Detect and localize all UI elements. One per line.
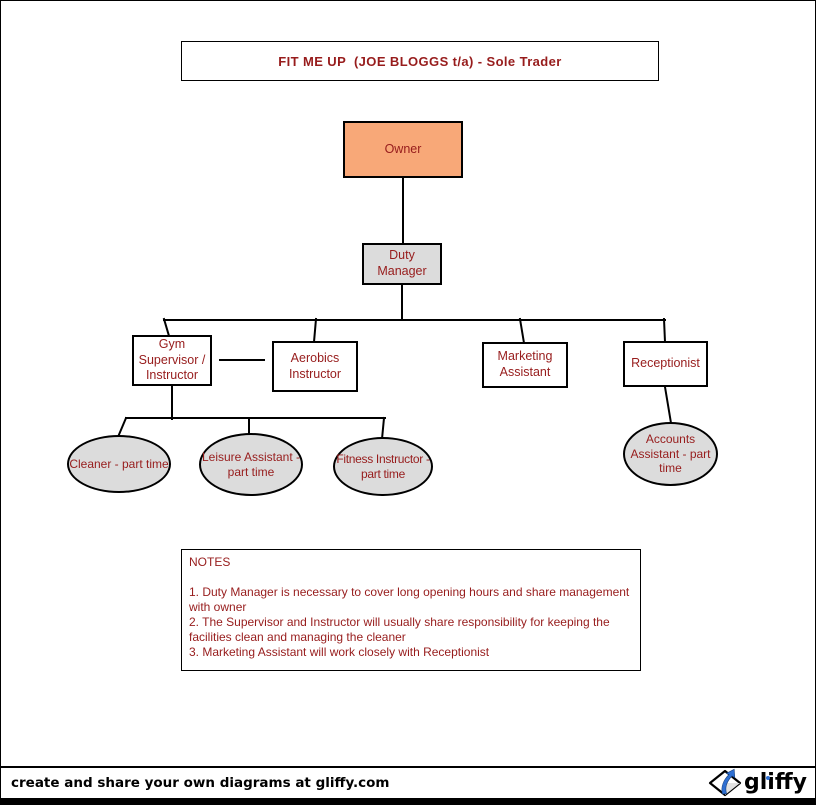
footer-divider (1, 766, 815, 768)
gliffy-wordmark-text: gliffy (744, 770, 807, 795)
node-owner-label: Owner (384, 141, 422, 156)
note-item: 3. Marketing Assistant will work closely… (189, 645, 490, 659)
node-receptionist: Receptionist (623, 341, 708, 387)
node-marketing-assistant-label: Marketing Assistant (497, 349, 553, 379)
brand-dot (765, 775, 770, 780)
ellipse-cleaner-label: Cleaner - part time (69, 456, 169, 471)
footer-band: create and share your own diagrams at gl… (1, 768, 815, 798)
node-aerobics-instructor-label: Aerobics Instructor (288, 350, 342, 381)
title-box: FIT ME UP (JOE BLOGGS t/a) - Sole Trader (181, 41, 659, 81)
note-item: 1. Duty Manager is necessary to cover lo… (189, 585, 630, 614)
notes-box: NOTES 1. Duty Manager is necessary to co… (181, 549, 641, 671)
node-gym-supervisor: Gym Supervisor / Instructor (132, 335, 212, 386)
footer-tagline: create and share your own diagrams at gl… (11, 775, 390, 791)
node-aerobics-instructor: Aerobics Instructor (272, 341, 358, 392)
ellipse-cleaner: Cleaner - part time (67, 435, 171, 493)
gliffy-logo: gliffy (708, 768, 807, 798)
node-marketing-assistant: Marketing Assistant (482, 342, 568, 388)
page-title: FIT ME UP (JOE BLOGGS t/a) - Sole Trader (278, 53, 562, 69)
ellipse-fitness-instructor: Fitness Instructor - part time (333, 437, 433, 496)
ellipse-fitness-instructor-label: Fitness Instructor - part time (336, 452, 430, 481)
note-item: 2. The Supervisor and Instructor will us… (189, 615, 610, 644)
ellipse-accounts-assistant-label: Accounts Assistant - part time (630, 432, 711, 476)
node-duty-manager: Duty Manager (362, 243, 442, 285)
ellipse-leisure-assistant: Leisure Assistant - part time (199, 433, 303, 496)
ellipse-leisure-assistant-label: Leisure Assistant - part time (201, 450, 301, 479)
notes-heading: NOTES (189, 555, 231, 569)
node-gym-supervisor-label: Gym Supervisor / Instructor (138, 337, 206, 383)
node-owner: Owner (343, 121, 463, 178)
bottom-bar (1, 798, 815, 804)
ellipse-accounts-assistant: Accounts Assistant - part time (623, 422, 718, 486)
gliffy-wordmark: gliffy (744, 772, 807, 794)
node-receptionist-label: Receptionist (631, 356, 700, 371)
gliffy-diamond-icon (708, 768, 742, 797)
node-duty-manager-label: Duty Manager (377, 248, 427, 278)
